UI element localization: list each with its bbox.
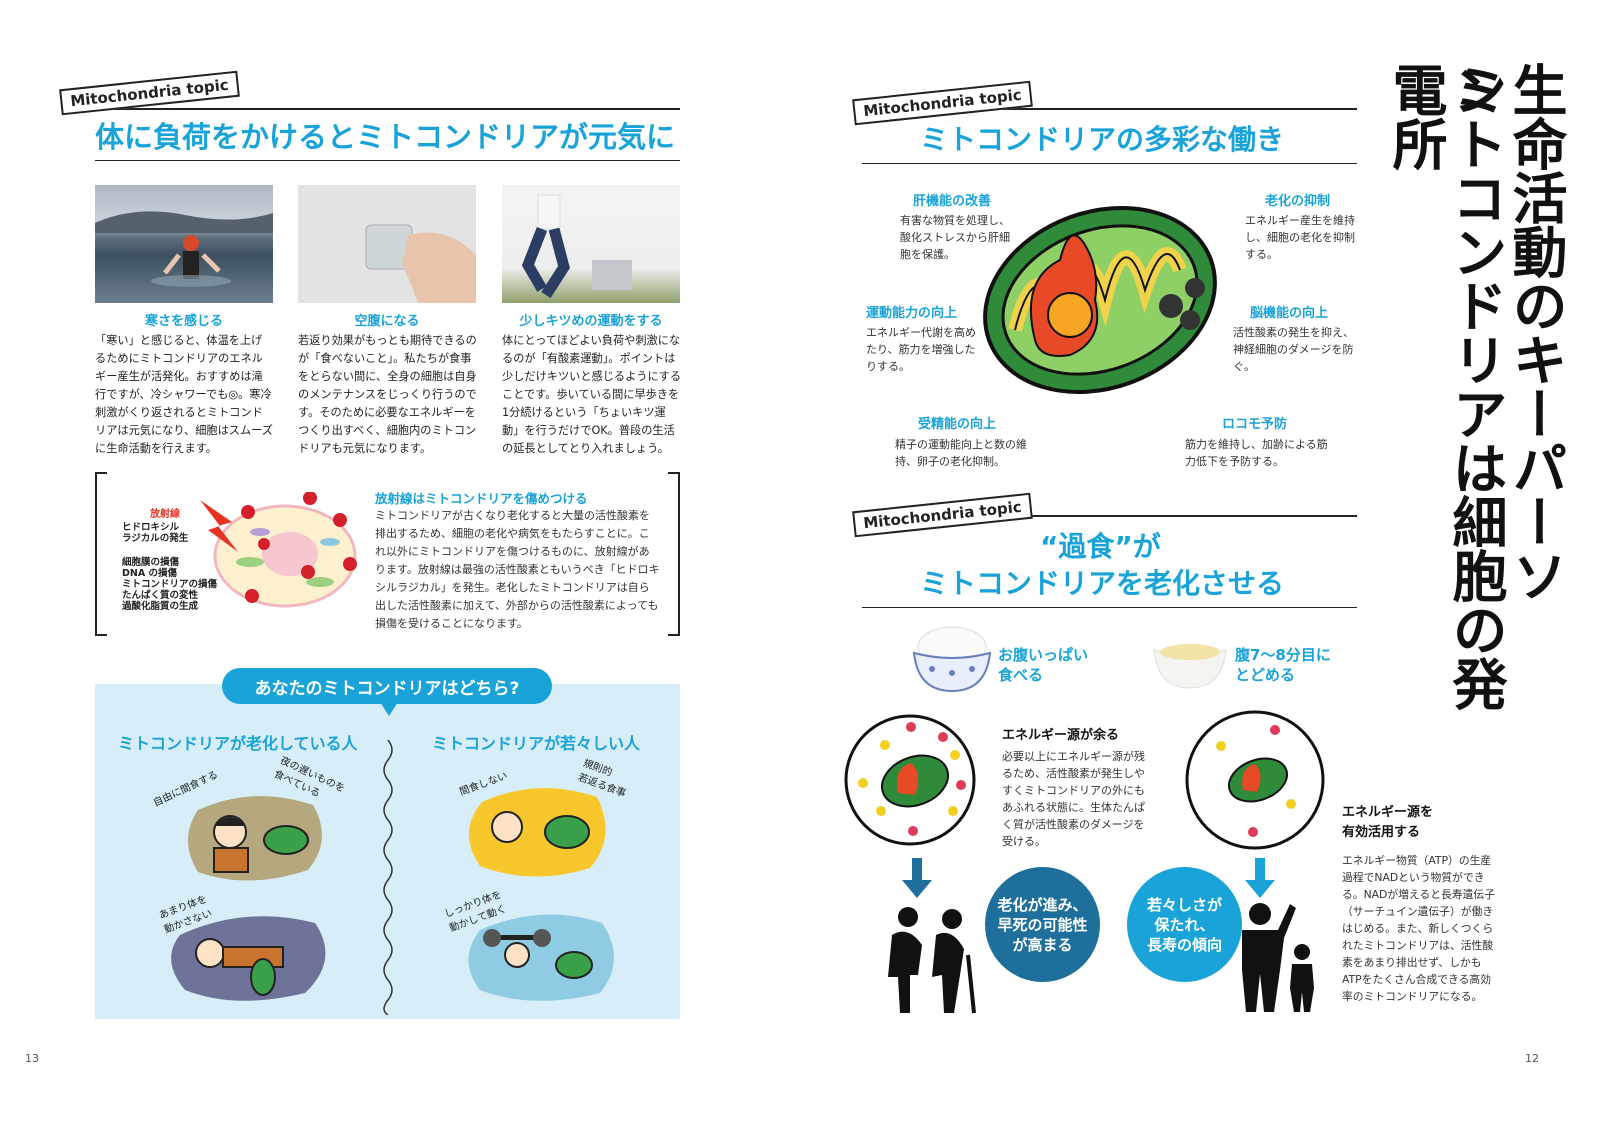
page-number-left: 13 (25, 1052, 39, 1065)
quiz-pill-pointer (380, 702, 398, 716)
radiation-text: ミトコンドリアが古くなり老化すると大量の活性酸素を排出するため、細胞の老化や病気… (375, 509, 660, 630)
radiation-effect-1: ヒドロキシル ラジカルの発生 (122, 522, 189, 544)
caption-exercise: 少しキツめの運動をする (519, 314, 663, 329)
vertical-title-line-2: ミトコンドリアは細胞の発電所 (1383, 62, 1507, 710)
aging-lazy-illustration (171, 916, 326, 1001)
moderate-eating-label: 腹7～8分目に とどめる (1235, 646, 1331, 684)
excess-text: 必要以上にエネルギー源が残るため、活性酸素が発生しやすくミトコンドリアの外にもあ… (1002, 750, 1145, 848)
full-rice-bowl-icon (912, 626, 992, 693)
function-text-motor: エネルギー代謝を高めたり、筋力を増強したりする。 (866, 326, 976, 373)
wavy-divider (383, 740, 393, 1015)
excess-energy-circle (844, 714, 976, 846)
mitochondria-illustration (983, 205, 1217, 395)
vertical-title-line-1: 生命活動のキーパーソン (1443, 62, 1567, 602)
topic-tag-right-2: Mitochondria topic (852, 492, 1033, 538)
quiz-title-pill: あなたのミトコンドリアはどちら? (222, 668, 552, 704)
down-arrow-icon (902, 858, 932, 898)
function-text-fertility: 精子の運動能向上と数の維持、卵子の老化抑制。 (895, 438, 1027, 468)
radiation-effect-2: 細胞膜の損傷 DNA の損傷 ミトコンドリアの損傷 たんぱく質の変性 過酸化脂質… (122, 557, 218, 612)
cell-damage-illustration (200, 492, 357, 608)
right-headline-1: ミトコンドリアの多彩な働き (920, 123, 1285, 156)
right-headline-2b: ミトコンドリアを老化させる (920, 567, 1285, 600)
caption-hunger: 空腹になる (354, 314, 420, 329)
outcome-good-bubble: 若々しさが 保たれ、 長寿の傾向 (1127, 867, 1242, 982)
function-label-brain: 脳機能の向上 (1250, 306, 1329, 321)
function-text-locomo: 筋力を維持し、加齢による筋力低下を予防する。 (1185, 438, 1328, 468)
efficient-energy-circle (1185, 710, 1325, 850)
photo-water-glass (298, 185, 476, 303)
right-rule-bottom-1 (862, 163, 1357, 164)
radiation-diagram-label: 放射線 (150, 509, 180, 520)
efficient-text: エネルギー物質（ATP）の生産過程でNADという物質ができる。NADが増えると長… (1342, 854, 1496, 1003)
quiz-title: あなたのミトコンドリアはどちら? (254, 678, 520, 699)
right-rule-top-1 (862, 108, 1357, 110)
right-rule-bottom-2 (862, 607, 1357, 608)
outcome-bad-bubble: 老化が進み、 早死の可能性 が高まる (985, 867, 1100, 982)
aging-title: ミトコンドリアが老化している人 (118, 734, 358, 753)
column-text-hunger: 若返り効果がもっとも期待できるのが「食べないこと」。私たちが食事をとらない間に、… (298, 334, 477, 455)
function-label-fertility: 受精能の向上 (918, 417, 997, 432)
function-text-aging: エネルギー産生を維持し、細胞の老化を抑制する。 (1245, 214, 1355, 261)
function-label-motor: 運動能力の向上 (866, 306, 958, 321)
young-title: ミトコンドリアが若々しい人 (432, 734, 641, 753)
excess-heading: エネルギー源が余る (1002, 728, 1120, 743)
function-text-liver: 有害な物質を処理し、酸化ストレスから肝細胞を保護。 (900, 214, 1010, 261)
efficient-heading: エネルギー源を 有効活用する (1342, 805, 1434, 840)
radiation-heading: 放射線はミトコンドリアを傷めつける (375, 491, 588, 506)
function-label-liver: 肝機能の改善 (913, 194, 992, 209)
function-label-locomo: ロコモ予防 (1222, 417, 1288, 432)
right-headline-2a: “過食”が (1040, 530, 1161, 563)
moderate-rice-bowl-icon (1153, 644, 1227, 689)
left-headline: 体に負荷をかけるとミトコンドリアが元気に (95, 120, 676, 154)
full-eating-label: お腹いっぱい 食べる (998, 646, 1089, 684)
elderly-couple-icon (888, 907, 976, 1014)
column-text-exercise: 体にとってほどよい負荷や刺激になるのが「有酸素運動」。ポイントは少しだけキツいと… (502, 334, 682, 455)
photo-cold-water (95, 185, 273, 303)
aging-eating-illustration (188, 796, 322, 881)
headline-rule-bottom (95, 160, 680, 161)
function-label-aging: 老化の抑制 (1265, 194, 1331, 209)
radiation-box (95, 472, 680, 636)
down-arrow-icon-2 (1245, 858, 1275, 898)
column-text-cold: 「寒い」と感じると、体温を上げるためにミトコンドリアのエネルギー産生が活発化。お… (95, 334, 273, 455)
page-number-right: 12 (1525, 1052, 1539, 1065)
photo-exercise (502, 185, 680, 303)
headline-rule-top (95, 108, 680, 110)
young-eating-illustration (468, 788, 606, 877)
caption-cold: 寒さを感じる (144, 314, 223, 329)
young-exercise-illustration (468, 914, 615, 1001)
right-rule-top-2 (862, 515, 1357, 517)
parent-child-icon (1242, 903, 1314, 1012)
function-text-brain: 活性酸素の発生を抑え、神経細胞のダメージを防ぐ。 (1233, 326, 1354, 373)
